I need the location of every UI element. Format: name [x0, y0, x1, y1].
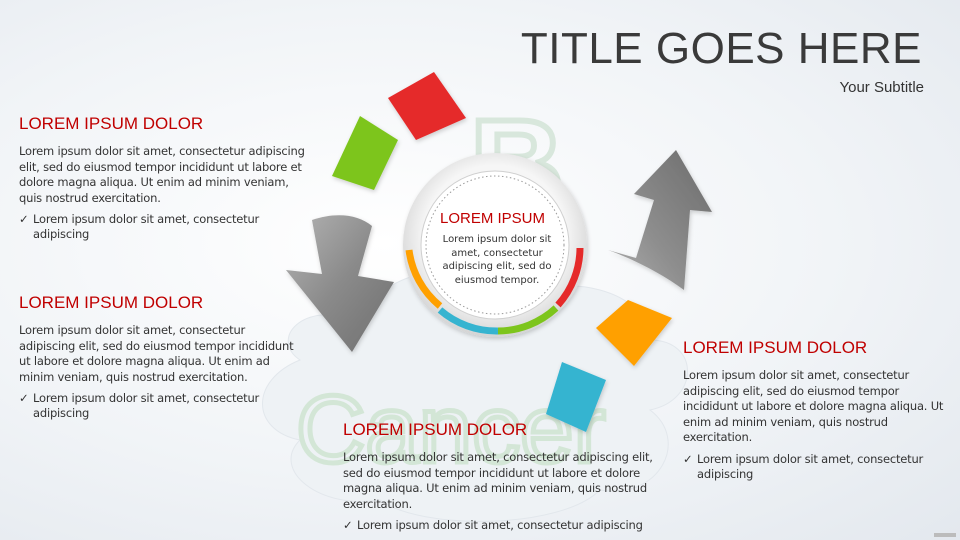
background-cloud-shape: [262, 270, 688, 522]
green-tile: [332, 116, 398, 190]
text-block-1: LOREM IPSUM DOLOR Lorem ipsum dolor sit …: [19, 114, 309, 242]
check-text: Lorem ipsum dolor sit amet, consectetur …: [33, 212, 260, 242]
center-heading: LOREM IPSUM: [440, 210, 546, 227]
block-heading: LOREM IPSUM DOLOR: [19, 293, 204, 312]
ring-arc-green: [497, 305, 559, 335]
red-tile: [388, 72, 466, 140]
center-ring-dashes: [425, 175, 565, 315]
block-heading: LOREM IPSUM DOLOR: [683, 338, 868, 357]
center-text: LOREM IPSUM Lorem ipsum dolor sit amet, …: [436, 210, 558, 287]
block-body: Lorem ipsum dolor sit amet, consectetur …: [19, 144, 305, 205]
ring-arc-red: [555, 247, 584, 308]
center-ring-inner: [420, 170, 570, 320]
check-icon: ✓: [683, 451, 693, 466]
block-body: Lorem ipsum dolor sit amet, consectetur …: [343, 450, 653, 511]
page-subtitle: Your Subtitle: [839, 79, 924, 96]
page-title: TITLE GOES HERE: [520, 24, 922, 73]
block-body: Lorem ipsum dolor sit amet, consectetur …: [19, 323, 294, 384]
block-check-item: ✓ Lorem ipsum dolor sit amet, consectetur…: [19, 212, 309, 242]
block-check-item: ✓ Lorem ipsum dolor sit amet, consectetur…: [19, 391, 299, 421]
gray-arrow-down-left: [286, 215, 394, 352]
block-body: Lorem ipsum dolor sit amet, consectetur …: [683, 368, 944, 445]
ring-arc-blue: [437, 307, 499, 335]
check-icon: ✓: [19, 391, 29, 406]
check-icon: ✓: [19, 212, 29, 227]
block-heading: LOREM IPSUM DOLOR: [19, 114, 204, 133]
center-body: Lorem ipsum dolor sit amet, consectetur …: [442, 234, 552, 286]
block-heading: LOREM IPSUM DOLOR: [343, 420, 528, 439]
text-block-2: LOREM IPSUM DOLOR Lorem ipsum dolor sit …: [19, 293, 299, 421]
block-check-item: ✓ Lorem ipsum dolor sit amet, consectetur…: [343, 518, 653, 533]
check-text: Lorem ipsum dolor sit amet, consectetur …: [33, 391, 260, 421]
text-block-4: LOREM IPSUM DOLOR Lorem ipsum dolor sit …: [683, 338, 955, 482]
gray-arrow-up-right: [608, 150, 712, 290]
blue-tile: [546, 362, 606, 432]
check-text: Lorem ipsum dolor sit amet, consectetur …: [357, 518, 643, 533]
orange-tile: [596, 300, 672, 366]
check-icon: ✓: [343, 518, 353, 533]
check-text: Lorem ipsum dolor sit amet, consectetur …: [697, 451, 924, 481]
ring-arc-orange: [405, 249, 443, 309]
corner-mark: [934, 533, 956, 537]
text-block-3: LOREM IPSUM DOLOR Lorem ipsum dolor sit …: [343, 420, 653, 533]
block-check-item: ✓ Lorem ipsum dolor sit amet, consectetur…: [683, 452, 955, 482]
